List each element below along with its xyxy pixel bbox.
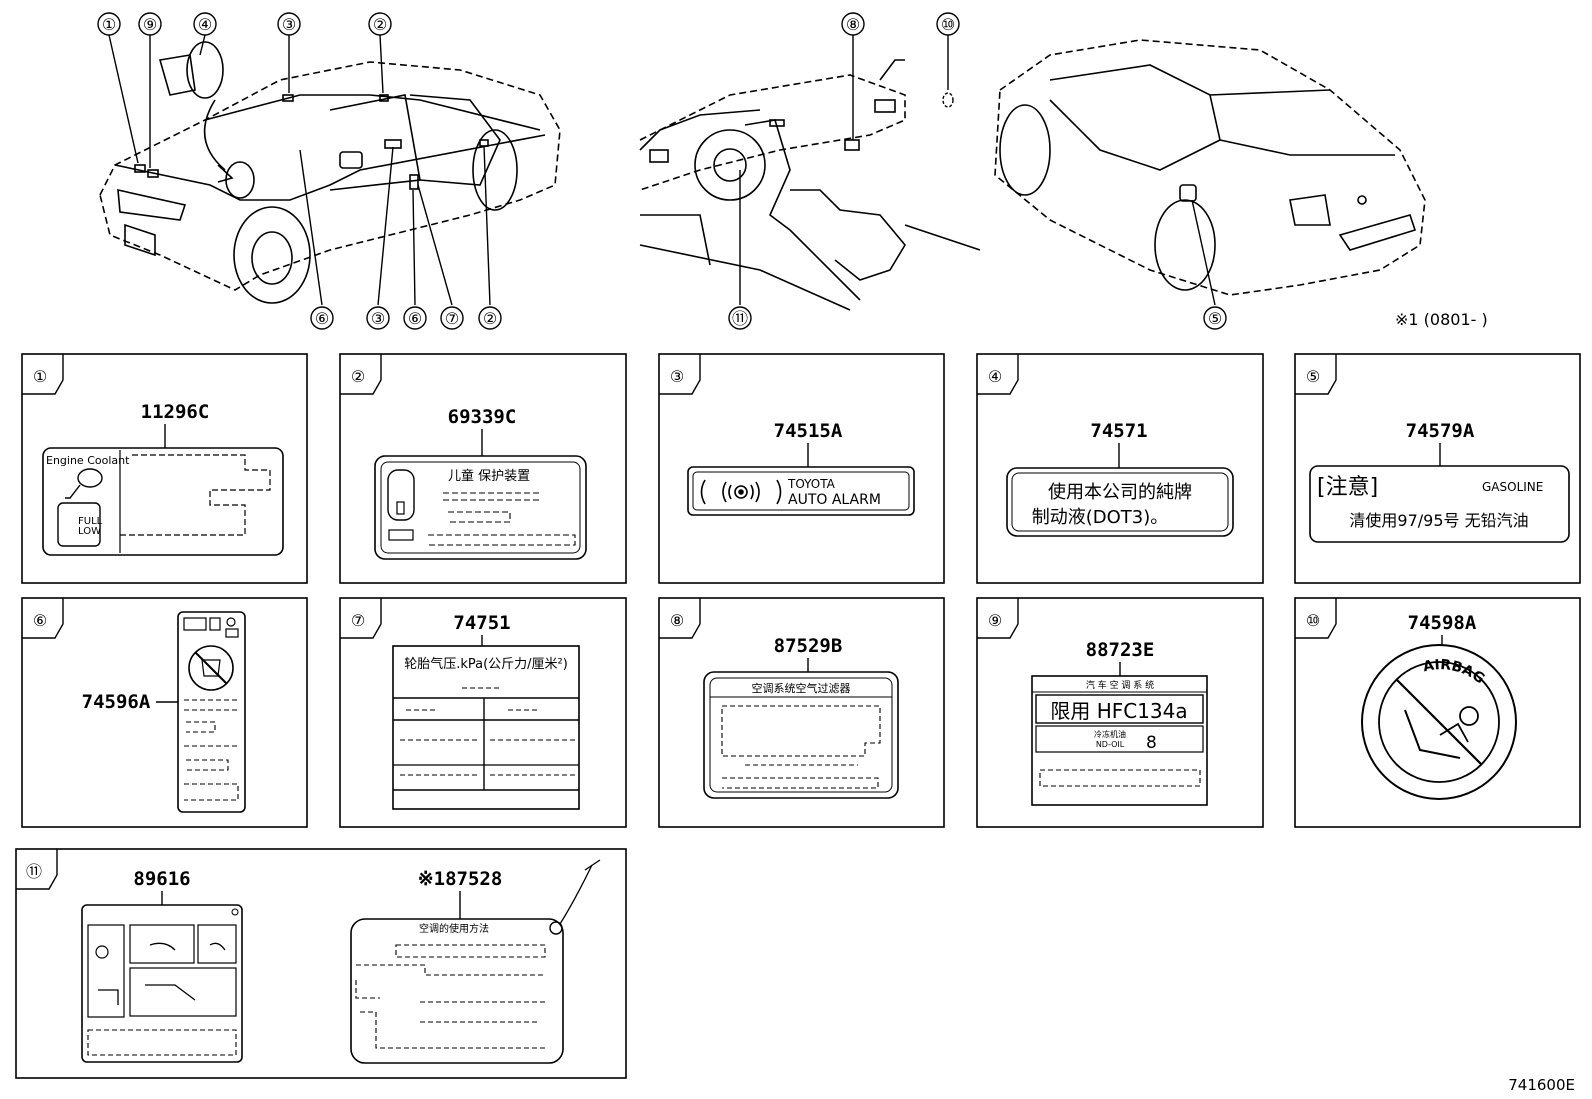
- rear-car-illustration: [994, 39, 1426, 296]
- panel-5: ⑤ 74579A [注意] GASOLINE 清使用97/95号 无铅汽油: [1294, 353, 1581, 584]
- alarm-icon: [700, 479, 782, 505]
- panel-number: ⑥: [33, 611, 47, 630]
- panel-number: ⑦: [351, 611, 365, 630]
- svg-text:②: ②: [373, 15, 387, 34]
- panel-3: ③ 74515A TOYOTA AUTO ALARM: [658, 353, 945, 584]
- panel-1: ① 11296C Engine Coolant FULL LOW: [21, 353, 308, 584]
- label-title: Engine Coolant: [46, 454, 130, 467]
- airbag-label-marker: [942, 92, 954, 108]
- svg-text:③: ③: [282, 15, 296, 34]
- airbag-ring-text: AIRBAG: [1422, 657, 1488, 687]
- svg-text:④: ④: [198, 15, 212, 34]
- tire-pressure-header: 轮胎气压.kPa(公斤力/厘米²): [404, 656, 568, 672]
- svg-text:⑥: ⑥: [315, 309, 329, 328]
- svg-text:⑤: ⑤: [1208, 309, 1222, 328]
- interior-illustration: [639, 59, 981, 311]
- panel-number: ④: [988, 367, 1002, 386]
- airbag-disc-label: [1361, 644, 1517, 800]
- panel-number: ②: [351, 367, 365, 386]
- svg-text:②: ②: [483, 309, 497, 328]
- coolant-label: [42, 447, 284, 556]
- oil-label: 冷冻机油: [1094, 729, 1126, 739]
- panel-2: ② 69339C 儿童 保护装置: [339, 353, 627, 584]
- panel-7: ⑦ 74751 轮胎气压.kPa(公斤力/厘米²): [339, 597, 627, 828]
- panel-number: ⑩: [1306, 611, 1320, 630]
- no-airbag-icon: [1378, 661, 1500, 783]
- fuel-instruction: 清使用97/95号 无铅汽油: [1349, 511, 1528, 530]
- ac-usage-tag: [350, 918, 564, 1064]
- part-number: 87529B: [774, 635, 843, 657]
- panel-6: ⑥ 74596A: [21, 597, 308, 828]
- part-number: 88723E: [1086, 639, 1155, 661]
- panel-8: ⑧ 87529B 空调系统空气过滤器: [658, 597, 945, 828]
- brake-fluid-label: [1006, 467, 1234, 537]
- front-car-leaders: [108, 34, 491, 306]
- cabin-filter-label: [703, 671, 899, 799]
- part-number: 74751: [453, 612, 510, 634]
- part-number: 74596A: [82, 691, 151, 713]
- panel-number: ⑧: [670, 611, 684, 630]
- svg-text:⑧: ⑧: [846, 15, 860, 34]
- panel-number: ①: [33, 367, 47, 386]
- oil-grade: 8: [1146, 733, 1157, 753]
- cabin-filter-header: 空调系统空气过滤器: [752, 681, 851, 695]
- gasoline-label: [1309, 465, 1570, 543]
- svg-text:⑨: ⑨: [143, 15, 157, 34]
- panel-10: ⑩ 74598A AIRBAG: [1294, 597, 1581, 828]
- svg-text:①: ①: [102, 15, 116, 34]
- no-child-seat-icon: [188, 645, 234, 691]
- ac-header: 汽 车 空 调 系 统: [1086, 679, 1154, 691]
- label-title: 儿童 保护装置: [448, 468, 530, 484]
- brake-line2: 制动液(DOT3)。: [1032, 507, 1169, 528]
- oil-type: ND-OIL: [1096, 740, 1125, 749]
- tire-pressure-label: [392, 645, 580, 810]
- svg-text:⑥: ⑥: [408, 309, 422, 328]
- panel-number: ⑤: [1306, 367, 1320, 386]
- svg-text:③: ③: [371, 309, 385, 328]
- rear-car-leaders: [1191, 199, 1216, 306]
- gasoline-text: GASOLINE: [1482, 480, 1543, 494]
- full-mark: FULL: [78, 516, 103, 527]
- panel-4: ④ 74571 使用本公司的純牌 制动液(DOT3)。: [976, 353, 1264, 584]
- part-number: 69339C: [448, 406, 517, 428]
- part-number: 74571: [1090, 420, 1147, 442]
- panel-number: ③: [670, 367, 684, 386]
- refrigerant-type: 限用 HFC134a: [1050, 699, 1187, 723]
- low-mark: LOW: [78, 526, 101, 537]
- ac-operation-label: [81, 904, 243, 1063]
- panel-number: ⑨: [988, 611, 1002, 630]
- diagram-code: 741600E: [1508, 1076, 1575, 1094]
- ac-usage-header: 空调的使用方法: [419, 922, 489, 935]
- alarm-label: [687, 466, 915, 516]
- part-number: 74598A: [1408, 612, 1477, 634]
- part-number: 74579A: [1406, 420, 1475, 442]
- svg-text:⑦: ⑦: [445, 309, 459, 328]
- svg-text:⑪: ⑪: [732, 309, 748, 328]
- part-number: 11296C: [141, 401, 210, 423]
- caution-title: [注意]: [1317, 475, 1378, 500]
- ac-refrigerant-label: [1031, 675, 1208, 806]
- panel-11: ⑪ 89616 ※187528 空调的使用方法: [15, 848, 627, 1079]
- interior-callouts: ⑧ ⑩ ⑪: [728, 12, 960, 330]
- part-number: 74515A: [774, 420, 843, 442]
- front-car-callouts: ① ⑨ ④ ③ ② ⑥ ③ ⑥ ⑦ ②: [97, 12, 502, 330]
- alarm-line2: AUTO ALARM: [788, 492, 881, 508]
- rear-car-callouts: ⑤: [1203, 306, 1227, 330]
- child-safety-label: [374, 455, 587, 560]
- brake-line1: 使用本公司的純牌: [1048, 482, 1192, 503]
- part-number-1: 89616: [133, 868, 190, 890]
- svg-text:⑩: ⑩: [941, 15, 955, 34]
- front-car-illustration: [99, 41, 561, 304]
- panel-9: ⑨ 88723E 汽 车 空 调 系 统 限用 HFC134a 冷冻机油 ND-…: [976, 597, 1264, 828]
- interior-leaders: [739, 35, 949, 305]
- part-number-2: ※187528: [418, 868, 503, 890]
- effective-date-note: ※1 (0801- ): [1395, 310, 1488, 329]
- panel-number: ⑪: [26, 862, 42, 881]
- alarm-line1: TOYOTA: [787, 477, 836, 491]
- airbag-warning-label: [177, 611, 246, 813]
